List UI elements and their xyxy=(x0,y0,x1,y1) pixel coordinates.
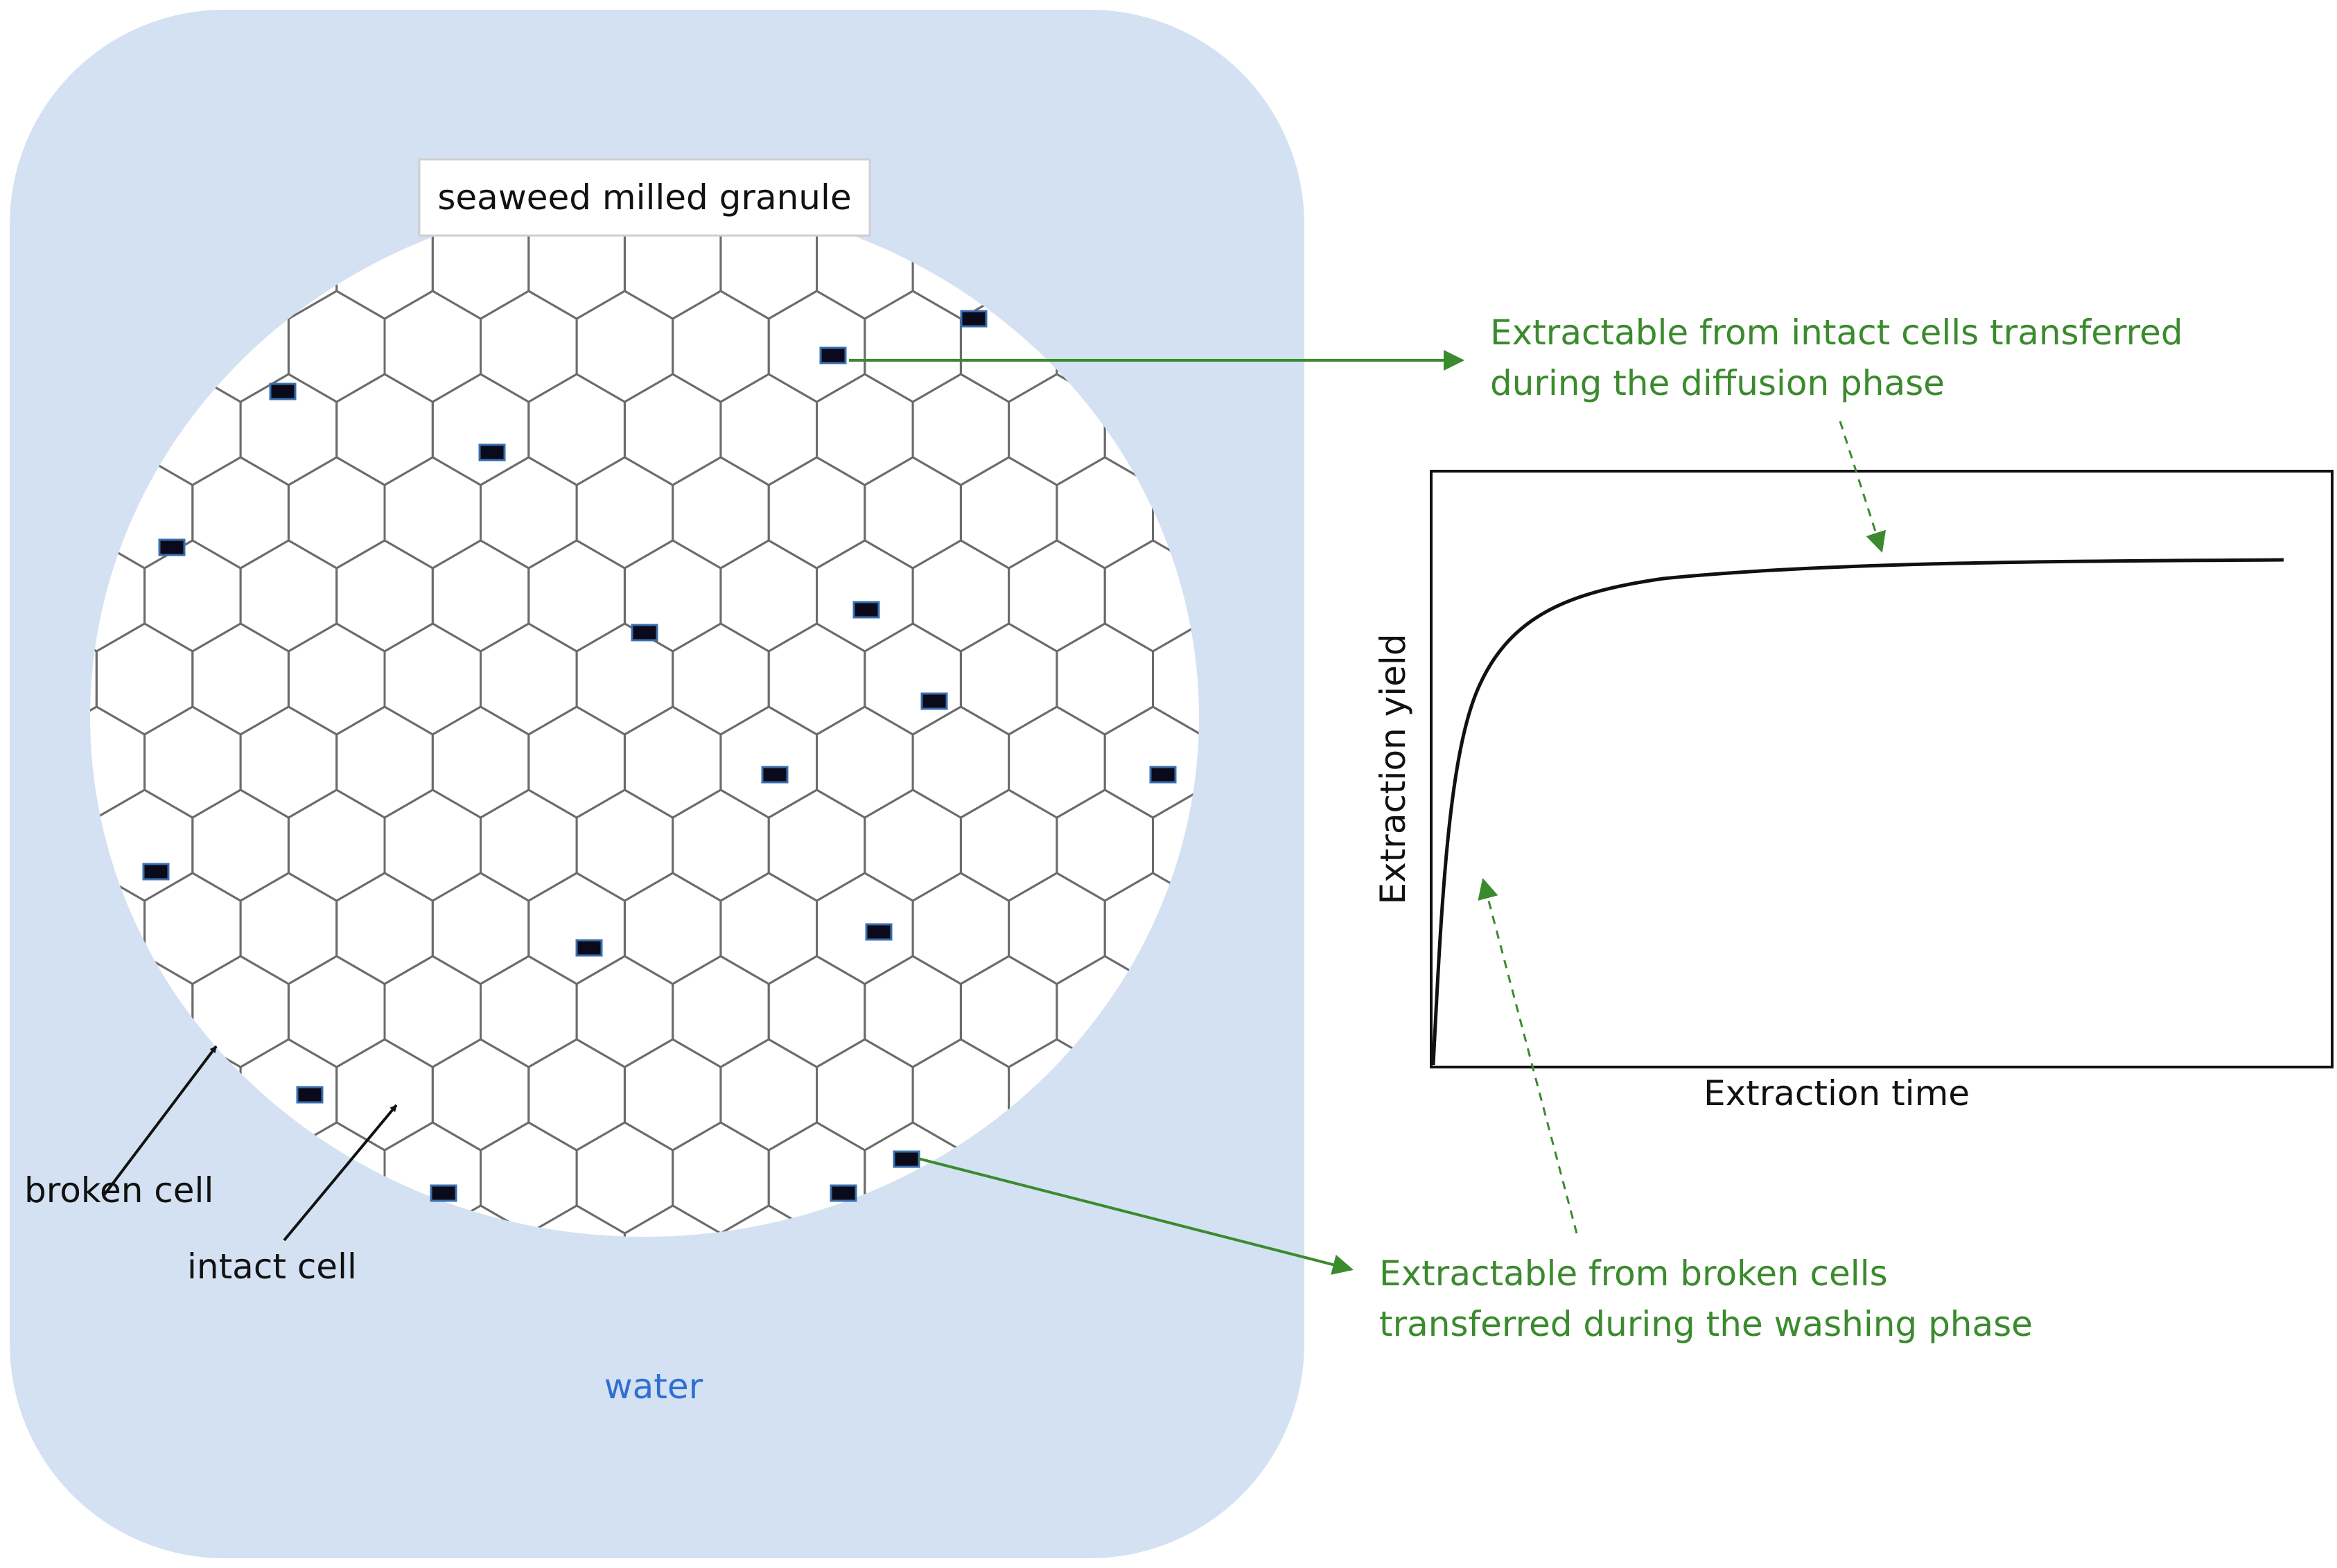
broken-callout-line2: transferred during the washing phase xyxy=(1379,1304,2033,1344)
hex-cell xyxy=(0,956,1,1067)
hex-cell xyxy=(0,291,1,402)
broken-cell-marker xyxy=(478,443,506,461)
broken-cell-marker xyxy=(920,692,948,710)
hex-cell xyxy=(527,1204,626,1237)
broken-callout-arrow xyxy=(918,1157,1354,1275)
granule-title: seaweed milled granule xyxy=(437,177,851,218)
intact-callout-line2: during the diffusion phase xyxy=(1490,363,1945,403)
hex-cell xyxy=(0,125,1,236)
chart-ylabel: Extraction yield xyxy=(1373,633,1413,904)
broken-cell-marker xyxy=(158,538,186,556)
broken-cell-label: broken cell xyxy=(24,1170,213,1210)
granule-body xyxy=(90,197,1199,1237)
hex-cell xyxy=(0,1122,1,1233)
broken-callout-line1: Extractable from broken cells xyxy=(1379,1253,1888,1294)
broken-cell-marker xyxy=(430,1184,457,1202)
hex-cell xyxy=(0,457,1,568)
hex-cell xyxy=(431,1204,530,1237)
chart-xlabel: Extraction time xyxy=(1704,1073,1970,1113)
hex-cell xyxy=(0,624,1,734)
intact-cell-label: intact cell xyxy=(187,1247,357,1287)
broken-cell-marker xyxy=(296,1086,324,1104)
broken-cell-marker xyxy=(893,1150,920,1168)
broken-cells xyxy=(142,310,1177,1202)
broken-cell-marker xyxy=(575,939,603,957)
broken-cell-marker xyxy=(142,863,170,881)
broken-cell-marker xyxy=(865,923,893,941)
yield-curve xyxy=(1431,558,2284,1066)
hex-cell xyxy=(719,1204,818,1237)
broken-cell-pointer xyxy=(103,1045,218,1197)
broken-cell-marker xyxy=(631,624,658,642)
broken-cell-marker xyxy=(269,382,297,400)
broken-cell-marker xyxy=(960,310,988,328)
broken-cell-marker xyxy=(830,1184,857,1202)
chart-frame xyxy=(1430,470,2334,1068)
broken-cell-marker xyxy=(819,346,847,364)
broken-cell-marker xyxy=(852,601,880,619)
intact-callout-line1: Extractable from intact cells transferre… xyxy=(1490,312,2183,353)
intact-cell-pointer xyxy=(283,1104,398,1242)
hex-cell xyxy=(0,790,1,901)
granule-title-box xyxy=(418,158,871,237)
broken-cell-marker xyxy=(761,766,789,784)
diffusion-phase-pointer xyxy=(1839,421,1887,553)
hex-cell xyxy=(623,1204,722,1237)
broken-cell-marker xyxy=(1149,766,1177,784)
water-label: water xyxy=(604,1366,703,1407)
